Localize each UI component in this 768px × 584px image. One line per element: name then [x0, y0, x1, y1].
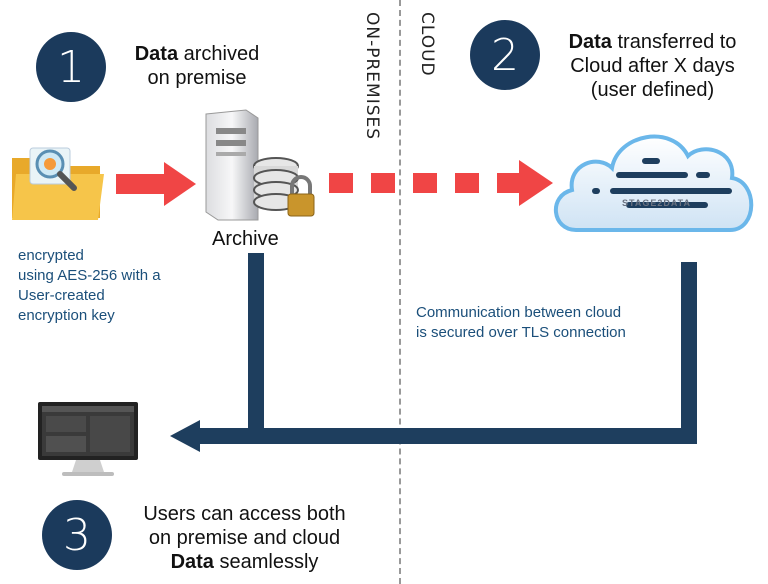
- step-2-badge: 2: [470, 20, 540, 90]
- archive-arrow: [116, 162, 196, 206]
- step-2-caption: Data transferred to Cloud after X days (…: [568, 31, 737, 101]
- step-1-caption: Data archived on premise: [134, 43, 260, 89]
- archive-label: Archive: [212, 228, 279, 250]
- on-premises-cloud-divider: [399, 0, 401, 584]
- folder-search-icon: [12, 147, 104, 220]
- transfer-arrow: [329, 160, 553, 206]
- encryption-note: encrypted using AES-256 with a User-crea…: [18, 247, 161, 324]
- cloud-brand-label: STAGE2DATA: [622, 198, 692, 208]
- on-premises-label: ON-PREMISES: [362, 12, 382, 141]
- step-3-caption: Users can access both on premise and clo…: [143, 503, 346, 573]
- tls-note: Communication between cloud is secured o…: [416, 304, 626, 341]
- archive-access-line: [248, 253, 264, 443]
- monitor-icon: [38, 402, 138, 476]
- server-icon: [205, 109, 259, 221]
- access-line-horizontal: [196, 428, 697, 444]
- step-1-badge: 1: [36, 32, 106, 102]
- access-arrow-head: [170, 420, 200, 452]
- step-3-badge: 3: [42, 500, 112, 570]
- cloud-icon: [554, 134, 754, 232]
- cloud-label: CLOUD: [417, 12, 437, 77]
- database-lock-icon: [253, 157, 315, 217]
- cloud-access-line: [681, 262, 697, 443]
